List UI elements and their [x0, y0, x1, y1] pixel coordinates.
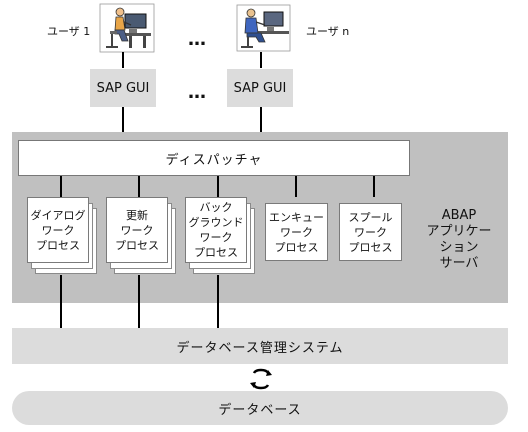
person-at-computer-icon — [98, 2, 156, 54]
dispatcher: ディスパッチャ — [18, 140, 410, 176]
database-management-system: データベース管理システム — [12, 328, 508, 364]
connector-line — [60, 176, 62, 197]
abap-application-server-label: ABAP アプリケー ション サーバ — [426, 208, 492, 271]
connector-line — [295, 176, 297, 197]
user-ellipsis: … — [188, 29, 207, 50]
connector-line — [122, 52, 124, 68]
gui-ellipsis: … — [188, 82, 207, 103]
connector-line — [138, 275, 140, 328]
person-at-computer-icon — [236, 4, 291, 52]
connector-line — [60, 275, 62, 328]
connector-line — [138, 176, 140, 197]
sap-gui-left: SAP GUI — [90, 69, 156, 107]
spool-work-process-label: スプール ワーク プロセス — [348, 210, 393, 254]
dialog-work-process-label: ダイアログ ワーク プロセス — [30, 208, 86, 252]
update-work-process: 更新 ワーク プロセス — [106, 197, 168, 263]
user-1-label: ユーザ 1 — [47, 25, 91, 38]
update-work-process-label: 更新 ワーク プロセス — [115, 208, 159, 252]
connector-line — [260, 107, 262, 132]
circular-arrows-icon — [246, 366, 276, 392]
spool-work-process: スプール ワーク プロセス — [339, 203, 402, 261]
connector-line — [373, 176, 375, 197]
connector-line — [217, 275, 219, 328]
user-n-label: ユーザ n — [306, 25, 350, 38]
background-work-process-label: バック グラウンド ワーク プロセス — [188, 201, 244, 259]
database: データベース — [12, 391, 508, 425]
background-work-process: バック グラウンド ワーク プロセス — [185, 197, 247, 263]
enqueue-work-process: エンキュー ワーク プロセス — [265, 203, 328, 261]
connector-line — [260, 52, 262, 68]
sap-gui-right: SAP GUI — [227, 69, 293, 107]
enqueue-work-process-label: エンキュー ワーク プロセス — [269, 210, 324, 254]
connector-line — [217, 176, 219, 197]
dialog-work-process: ダイアログ ワーク プロセス — [27, 197, 89, 263]
connector-line — [122, 107, 124, 132]
